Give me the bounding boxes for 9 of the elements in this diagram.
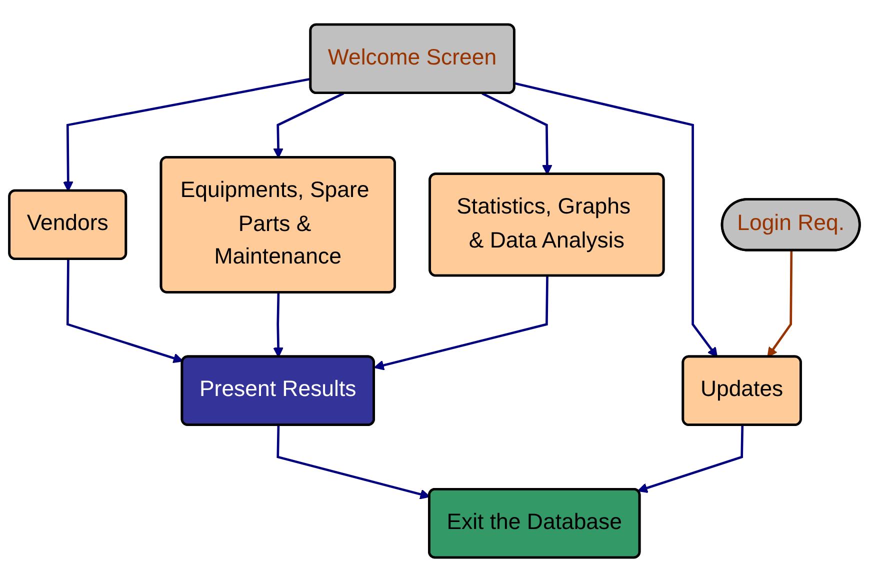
- arrow: [637, 425, 744, 493]
- arrow: [273, 292, 284, 358]
- arrow: [767, 250, 793, 358]
- arrow: [276, 425, 430, 500]
- arrow: [514, 82, 718, 358]
- arrow: [66, 259, 184, 364]
- arrow: [482, 92, 552, 175]
- arrow: [374, 276, 548, 370]
- arrow: [273, 92, 344, 158]
